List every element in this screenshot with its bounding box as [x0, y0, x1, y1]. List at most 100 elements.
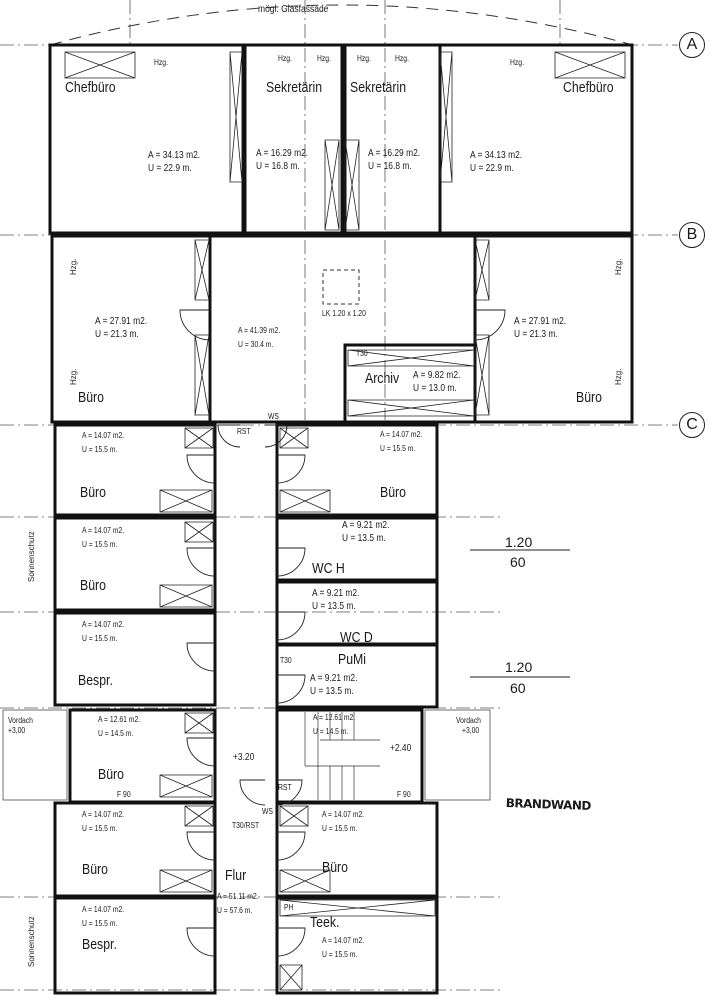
- door-rst-label: RST: [237, 427, 251, 436]
- skylight: [322, 269, 360, 305]
- heating-label: Hzg.: [278, 54, 292, 63]
- room-area: A = 51.11 m2.: [217, 892, 259, 901]
- room-perimeter: U = 15.5 m.: [322, 950, 358, 959]
- room-label: Bespr.: [78, 672, 113, 689]
- room-label: WC H: [312, 560, 345, 577]
- room-area: A = 14.07 m2.: [82, 620, 125, 629]
- room-outline: [243, 43, 344, 235]
- room-label: Teek.: [310, 914, 340, 931]
- room-area: A = 14.07 m2.: [380, 430, 423, 439]
- door-swing-icon: [186, 927, 216, 957]
- room-outline: [275, 801, 439, 898]
- room-area: A = 16.29 m2.: [256, 147, 309, 159]
- room-area: A = 34.13 m2.: [148, 149, 201, 161]
- room-perimeter: U = 14.5 m.: [98, 729, 134, 738]
- cabinet-icon: [279, 964, 303, 991]
- stairs: [304, 712, 380, 800]
- room-area: A = 14.07 m2.: [82, 905, 125, 914]
- room-label: Büro: [322, 859, 348, 876]
- heating-label: Hzg.: [357, 54, 371, 63]
- room-perimeter: U = 15.5 m.: [82, 824, 118, 833]
- heating-label: Hzg.: [69, 258, 78, 275]
- ws-label: WS: [268, 412, 279, 421]
- room-outline: [48, 43, 245, 235]
- cabinet-icon: [554, 51, 626, 79]
- skylight-label: LK 1.20 x 1.20: [322, 309, 366, 318]
- room-outline: [275, 896, 439, 995]
- vordach-areas: [2, 709, 491, 801]
- door-swing-icon: [239, 779, 266, 806]
- room-label: Büro: [380, 484, 406, 501]
- room-perimeter: U = 15.5 m.: [380, 444, 416, 453]
- door-swing-icon: [186, 547, 216, 577]
- dimension-top: 1.20: [505, 534, 533, 550]
- axis-marker-a: A: [679, 32, 705, 58]
- cabinet-icon: [64, 51, 136, 79]
- heating-label: Hzg.: [69, 368, 78, 385]
- cabinet-icon: [279, 427, 309, 449]
- sun-protection-label: Sonnenschutz: [27, 916, 36, 967]
- room-perimeter: U = 13.5 m.: [310, 685, 354, 697]
- cabinet-icon: [439, 51, 453, 183]
- room-label: Büro: [80, 484, 106, 501]
- cabinet-icon: [324, 139, 340, 231]
- door-t30-rst-label: T30/RST: [232, 821, 260, 830]
- axis-marker-c: C: [679, 412, 705, 438]
- room-outline: [53, 611, 217, 707]
- glass-facade-outline: [49, 4, 634, 46]
- dimension-bottom: 60: [510, 554, 526, 570]
- cabinet-icon: [279, 899, 436, 917]
- room-area: A = 27.91 m2.: [514, 315, 567, 327]
- heating-label: Hzg.: [395, 54, 409, 63]
- heating-label: Hzg.: [614, 368, 623, 385]
- cabinet-icon: [184, 712, 214, 734]
- room-outline: [275, 516, 439, 582]
- room-perimeter: U = 13.5 m.: [342, 532, 386, 544]
- heating-label: Hzg.: [510, 58, 524, 67]
- level-marker-left: +3.20: [233, 751, 255, 763]
- axis-marker-b: B: [679, 222, 705, 248]
- room-outline: [275, 708, 424, 804]
- door-swing-icon: [186, 831, 216, 861]
- cabinet-icon: [184, 427, 214, 449]
- door-rating-label: T30: [280, 656, 292, 665]
- door-swing-icon: [179, 309, 211, 341]
- cabinet-icon: [194, 334, 210, 416]
- facade-note: mögl. Glasfassade: [258, 4, 329, 15]
- door-swing-icon: [276, 454, 306, 484]
- room-area: A = 9.21 m2.: [310, 672, 358, 684]
- room-area: A = 9.21 m2.: [312, 587, 360, 599]
- room-perimeter: U = 21.3 m.: [514, 328, 558, 340]
- room-area: A = 14.07 m2.: [82, 431, 125, 440]
- cabinet-icon: [184, 521, 214, 543]
- canopy-level: +3,00: [462, 726, 480, 735]
- room-label: Flur: [225, 867, 247, 884]
- dimension-top: 1.20: [505, 659, 533, 675]
- room-perimeter: U = 22.9 m.: [148, 162, 192, 174]
- room-outline: [438, 43, 634, 235]
- room-area: A = 34.13 m2.: [470, 149, 523, 161]
- room-label: Sekretärin: [350, 79, 407, 96]
- room-label: Sekretärin: [266, 79, 323, 96]
- room-label: WC D: [340, 629, 373, 646]
- room-area: A = 14.07 m2.: [322, 810, 365, 819]
- door-swing-icon: [217, 424, 241, 448]
- room-perimeter: U = 16.8 m.: [256, 160, 300, 172]
- cabinet-icon: [159, 584, 213, 608]
- door-swing-icon: [276, 779, 303, 806]
- room-outline: [275, 643, 439, 709]
- room-area: A = 14.07 m2.: [82, 810, 125, 819]
- door-swing-icon: [276, 611, 306, 641]
- fire-rating-label: F 90: [117, 790, 131, 799]
- heating-label: Hzg.: [154, 58, 168, 67]
- cabinet-icon: [344, 139, 360, 231]
- cabinet-icon: [347, 349, 475, 367]
- room-outline: [473, 234, 634, 424]
- room-outline: [53, 516, 217, 612]
- room-area: A = 12.61 m2.: [313, 713, 356, 722]
- fire-rating-label: F 90: [397, 790, 411, 799]
- canopy-label: Vordach: [456, 716, 481, 725]
- room-perimeter: U = 15.5 m.: [82, 540, 118, 549]
